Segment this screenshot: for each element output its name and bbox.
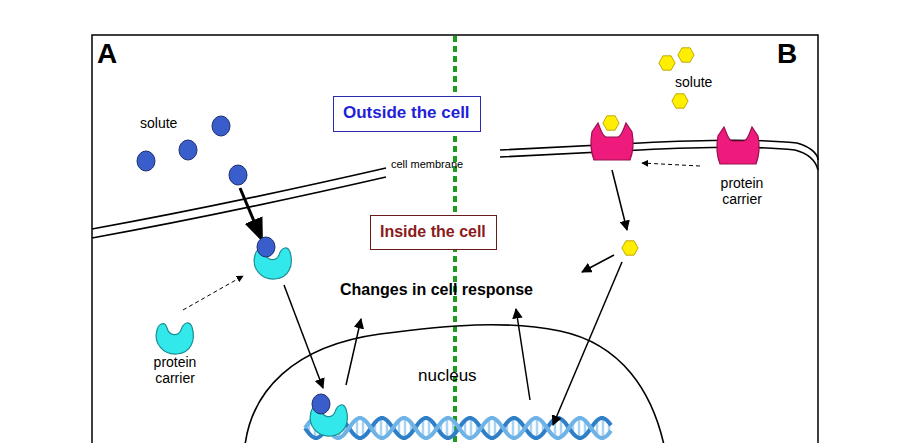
dna-helix [305, 418, 611, 438]
membrane-label: cell membrane [391, 158, 463, 171]
solute-label: solute [140, 115, 177, 131]
region-label: Outside the cell [343, 103, 471, 123]
nucleus-label: nucleus [418, 366, 477, 386]
frame [92, 35, 818, 443]
carrier-label: protein carrier [706, 175, 778, 207]
dna-strand [305, 418, 611, 438]
dashed-arrow [183, 276, 243, 310]
carrier-label: protein carrier [139, 354, 211, 386]
arrow [346, 319, 361, 385]
protein-carrier [156, 323, 193, 354]
dashed-arrow [642, 163, 700, 166]
entry-arrow [240, 188, 262, 240]
dna-rung [470, 418, 473, 438]
arrow [516, 309, 530, 400]
protein-carrier [717, 127, 759, 164]
yellow-solute [603, 116, 619, 130]
dna-strand [305, 418, 611, 438]
region-label: Inside the cell [380, 222, 487, 241]
solute-label: solute [675, 74, 712, 90]
dna-rung [512, 418, 515, 438]
dna-rung [446, 418, 449, 438]
arrow [553, 262, 622, 425]
region-label-box: Inside the cell [370, 215, 497, 250]
dna-rung [404, 418, 407, 438]
panel-letter: B [777, 38, 797, 70]
panel-letter: A [97, 38, 117, 70]
arrow [582, 255, 614, 272]
arrow [612, 170, 627, 230]
nucleus-outline [245, 325, 664, 443]
yellow-solute [622, 241, 638, 255]
blue-solute [312, 394, 330, 414]
dna-rung [602, 418, 605, 438]
blue-solute [257, 237, 275, 257]
response-label: Changes in cell response [340, 281, 533, 299]
dna-rung [536, 418, 539, 438]
arrow [284, 285, 323, 388]
region-label-box: Outside the cell [333, 96, 481, 132]
dna-rung [380, 418, 383, 438]
blue-solutes [137, 116, 247, 185]
dna-rung [578, 418, 581, 438]
